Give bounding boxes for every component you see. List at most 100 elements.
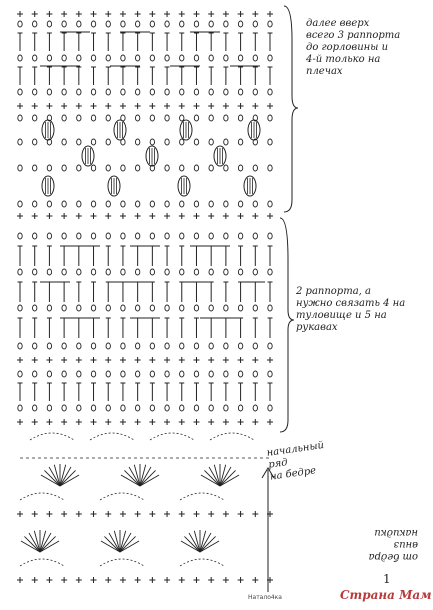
chain-stitch bbox=[105, 54, 111, 62]
chain-stitch bbox=[134, 200, 141, 208]
chain-stitch bbox=[120, 268, 126, 276]
chain-stitch bbox=[134, 304, 141, 312]
chain-stitch bbox=[193, 54, 200, 62]
chain-stitch bbox=[164, 54, 170, 62]
chain-stitch bbox=[149, 200, 156, 208]
repeat-bracket bbox=[279, 217, 295, 433]
chain-stitch bbox=[179, 20, 185, 28]
fan-stitch bbox=[219, 466, 232, 487]
chain-stitch bbox=[223, 164, 229, 172]
chain-stitch bbox=[237, 200, 244, 208]
chain-stitch bbox=[252, 200, 258, 208]
fan-stitch bbox=[199, 536, 216, 553]
chain-stitch bbox=[193, 200, 200, 208]
fan-stitch bbox=[199, 530, 207, 553]
chain-stitch bbox=[61, 54, 67, 62]
fan-stitch bbox=[124, 470, 141, 487]
chain-stitch bbox=[32, 232, 38, 240]
fan-stitch bbox=[39, 530, 47, 553]
chain-stitch bbox=[164, 232, 170, 240]
fan-stitch bbox=[119, 530, 127, 553]
chain-stitch bbox=[90, 54, 97, 62]
chain-stitch bbox=[90, 342, 97, 350]
chain-stitch bbox=[164, 200, 170, 208]
chain-stitch bbox=[164, 342, 170, 350]
fan-stitch bbox=[208, 466, 221, 487]
chain-stitch bbox=[237, 54, 244, 62]
chain-stitch bbox=[267, 88, 273, 96]
chain-stitch bbox=[120, 200, 126, 208]
chain-stitch bbox=[17, 114, 23, 122]
chain-stitch bbox=[61, 164, 67, 172]
chain-stitch bbox=[46, 138, 53, 146]
chain-stitch bbox=[164, 88, 170, 96]
chain-stitch bbox=[134, 404, 141, 412]
fan-stitch bbox=[199, 532, 212, 553]
chain-arch bbox=[179, 558, 225, 567]
chain-stitch bbox=[223, 304, 229, 312]
chain-stitch bbox=[179, 54, 185, 62]
chain-stitch bbox=[193, 370, 200, 378]
chain-stitch bbox=[32, 114, 38, 122]
fan-stitch bbox=[219, 470, 236, 487]
chain-stitch bbox=[252, 268, 258, 276]
chain-stitch bbox=[61, 268, 67, 276]
chain-stitch bbox=[179, 268, 185, 276]
chain-stitch bbox=[149, 138, 156, 146]
chain-stitch bbox=[179, 164, 185, 172]
chain-stitch bbox=[46, 88, 53, 96]
chain-stitch bbox=[193, 404, 200, 412]
chain-stitch bbox=[120, 232, 126, 240]
puff-stitch bbox=[177, 175, 191, 197]
chain-stitch bbox=[90, 268, 97, 276]
chain-stitch bbox=[267, 268, 273, 276]
chain-stitch bbox=[208, 232, 214, 240]
chain-stitch bbox=[149, 304, 156, 312]
chain-stitch bbox=[76, 370, 82, 378]
chain-stitch bbox=[223, 370, 229, 378]
puff-stitch bbox=[107, 175, 121, 197]
chain-stitch bbox=[267, 138, 273, 146]
chain-stitch bbox=[267, 232, 273, 240]
chain-stitch bbox=[237, 370, 244, 378]
chain-stitch bbox=[32, 88, 38, 96]
chain-stitch bbox=[105, 20, 111, 28]
chain-stitch bbox=[32, 20, 38, 28]
chain-arch bbox=[149, 432, 195, 441]
chain-stitch bbox=[208, 200, 214, 208]
chain-stitch bbox=[76, 164, 82, 172]
chain-stitch bbox=[32, 342, 38, 350]
fan-stitch bbox=[204, 470, 221, 487]
fan-stitch bbox=[33, 530, 41, 553]
fan-stitch bbox=[128, 466, 141, 487]
chain-stitch bbox=[32, 200, 38, 208]
chain-stitch bbox=[105, 342, 111, 350]
chain-stitch bbox=[105, 138, 111, 146]
chain-stitch bbox=[120, 404, 126, 412]
chain-stitch bbox=[76, 114, 82, 122]
chain-stitch bbox=[105, 200, 111, 208]
chain-stitch bbox=[237, 114, 244, 122]
chain-stitch bbox=[193, 114, 200, 122]
chain-stitch bbox=[179, 200, 185, 208]
chain-stitch bbox=[17, 342, 23, 350]
fan-stitch bbox=[219, 464, 227, 487]
chain-stitch bbox=[90, 232, 97, 240]
chain-stitch bbox=[193, 304, 200, 312]
chain-stitch bbox=[17, 232, 23, 240]
chain-stitch bbox=[223, 404, 229, 412]
chain-stitch bbox=[237, 164, 244, 172]
chain-stitch bbox=[149, 232, 156, 240]
chain-stitch bbox=[46, 304, 53, 312]
chain-stitch bbox=[252, 404, 258, 412]
fan-stitch bbox=[40, 474, 61, 487]
chain-stitch bbox=[46, 164, 53, 172]
chain-stitch bbox=[223, 20, 229, 28]
chain-stitch bbox=[237, 404, 244, 412]
chain-stitch bbox=[46, 232, 53, 240]
chain-stitch bbox=[164, 138, 170, 146]
fan-stitch bbox=[119, 532, 132, 553]
chain-arch bbox=[89, 432, 135, 441]
chain-stitch bbox=[149, 114, 156, 122]
chain-stitch bbox=[252, 114, 258, 122]
